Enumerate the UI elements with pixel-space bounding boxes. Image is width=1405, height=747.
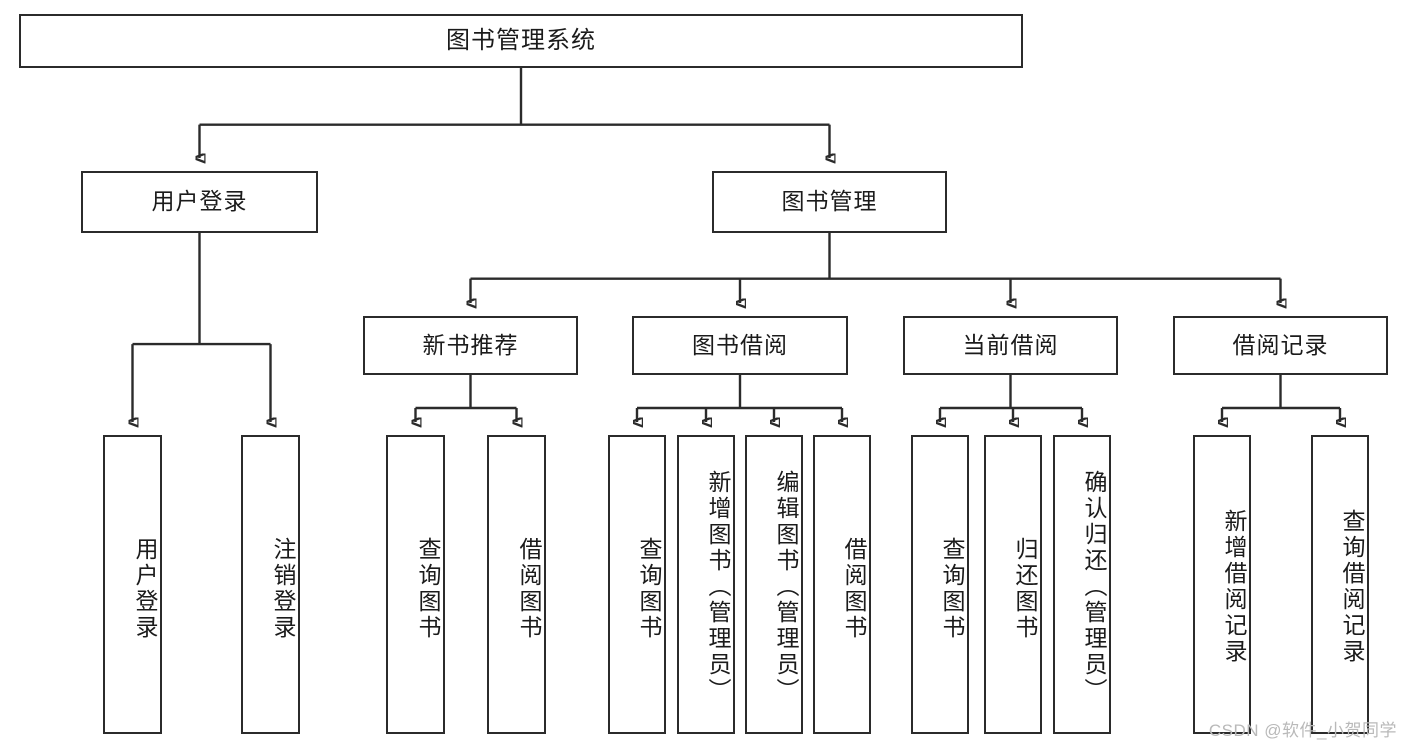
node-user-login[interactable]: 用户登录 xyxy=(81,171,318,233)
leaf-query-record[interactable]: 查询借阅记录 xyxy=(1311,435,1369,734)
node-label: 编辑图书（管理员） xyxy=(773,469,799,704)
node-label: 借阅图书 xyxy=(841,536,867,641)
node-label: 归还图书 xyxy=(1012,536,1038,641)
node-new-book-recommend[interactable]: 新书推荐 xyxy=(363,316,578,375)
node-label: 新书推荐 xyxy=(422,331,519,358)
node-current-borrow[interactable]: 当前借阅 xyxy=(903,316,1118,375)
node-label: 图书管理系统 xyxy=(446,26,596,54)
node-label: 用户登录 xyxy=(132,536,158,641)
leaf-borrow-book-rec[interactable]: 借阅图书 xyxy=(487,435,546,734)
leaf-query-book-cur[interactable]: 查询图书 xyxy=(911,435,969,734)
node-label: 注销登录 xyxy=(270,536,296,641)
leaf-return-book[interactable]: 归还图书 xyxy=(984,435,1042,734)
leaf-borrow-book[interactable]: 借阅图书 xyxy=(813,435,871,734)
node-label: 新增图书（管理员） xyxy=(705,469,731,704)
node-label: 借阅图书 xyxy=(516,536,542,641)
node-root-system[interactable]: 图书管理系统 xyxy=(19,14,1023,68)
leaf-logout[interactable]: 注销登录 xyxy=(241,435,300,734)
leaf-add-record[interactable]: 新增借阅记录 xyxy=(1193,435,1251,734)
leaf-add-book[interactable]: 新增图书（管理员） xyxy=(677,435,735,734)
node-book-management[interactable]: 图书管理 xyxy=(712,171,947,233)
node-label: 确认归还（管理员） xyxy=(1081,469,1107,704)
node-label: 查询借阅记录 xyxy=(1339,508,1365,665)
leaf-query-book-borrow[interactable]: 查询图书 xyxy=(608,435,666,734)
node-label: 当前借阅 xyxy=(962,331,1059,358)
node-label: 查询图书 xyxy=(415,536,441,641)
leaf-query-book-rec[interactable]: 查询图书 xyxy=(386,435,445,734)
node-borrow-record[interactable]: 借阅记录 xyxy=(1173,316,1388,375)
node-label: 查询图书 xyxy=(939,536,965,641)
node-label: 图书管理 xyxy=(781,188,878,215)
node-label: 图书借阅 xyxy=(692,331,788,358)
watermark-label: CSDN @软件_小贺同学 xyxy=(1208,721,1397,740)
node-label: 用户登录 xyxy=(151,188,248,215)
node-label: 借阅记录 xyxy=(1232,331,1329,358)
leaf-confirm-return[interactable]: 确认归还（管理员） xyxy=(1053,435,1111,734)
node-label: 查询图书 xyxy=(636,536,662,641)
leaf-edit-book[interactable]: 编辑图书（管理员） xyxy=(745,435,803,734)
node-book-borrow[interactable]: 图书借阅 xyxy=(632,316,848,375)
node-label: 新增借阅记录 xyxy=(1221,508,1247,665)
leaf-user-login[interactable]: 用户登录 xyxy=(103,435,162,734)
